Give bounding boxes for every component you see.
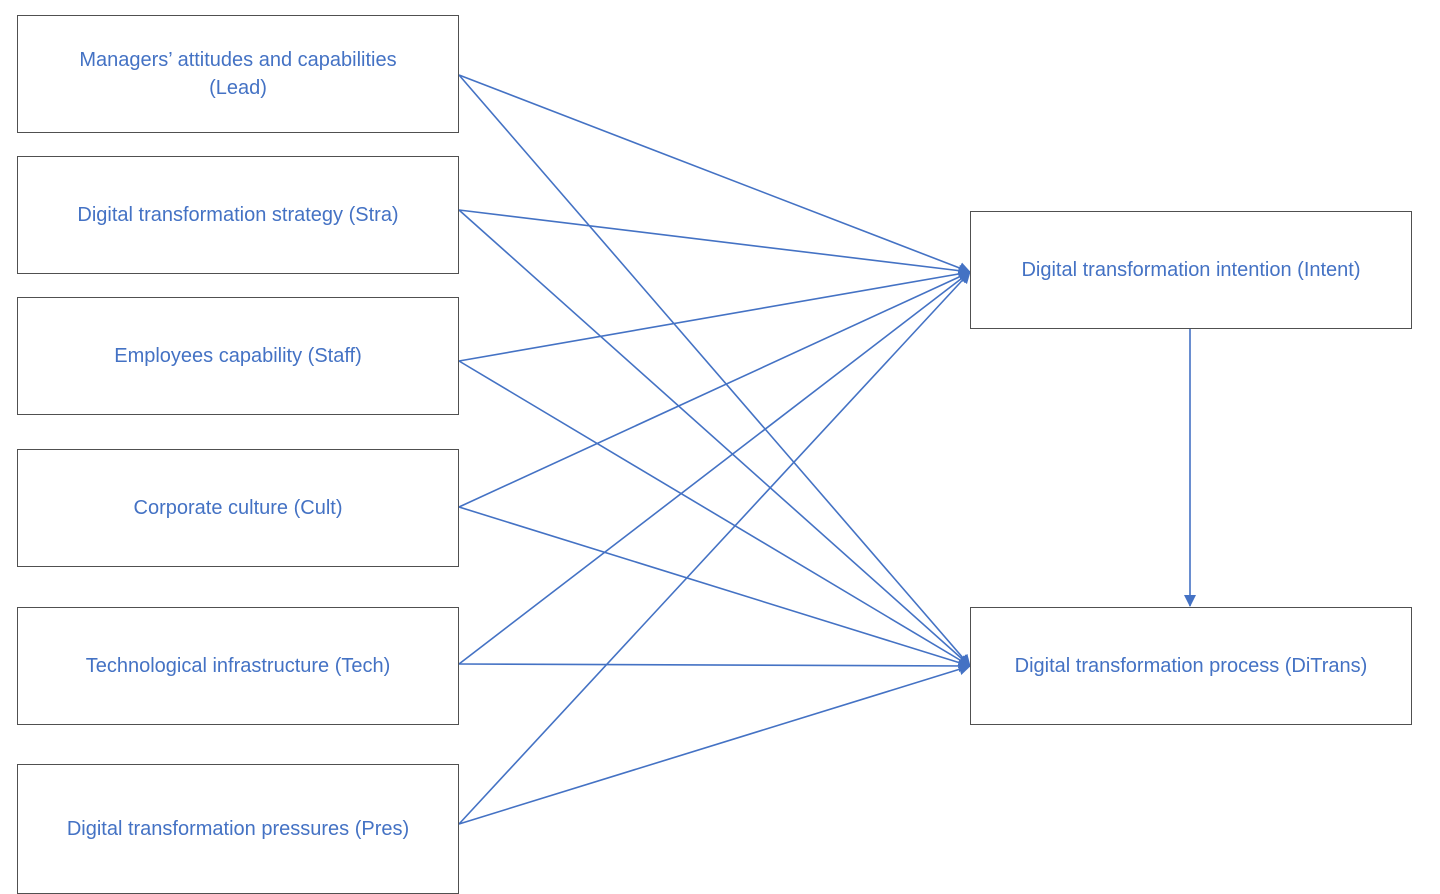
node-lead: Managers’ attitudes and capabilities (Le… [17, 15, 459, 133]
node-tech: Technological infrastructure (Tech) [17, 607, 459, 725]
edge-staff-to-intent [458, 267, 971, 362]
node-intent: Digital transformation intention (Intent… [970, 211, 1412, 329]
node-lead-label: Managers’ attitudes and capabilities (Le… [79, 49, 397, 99]
node-stra-label: Digital transformation strategy (Stra) [77, 204, 399, 226]
edge-tech-to-intent [458, 271, 971, 665]
node-ditrans: Digital transformation process (DiTrans) [970, 607, 1412, 725]
edge-pres-to-intent [458, 271, 971, 825]
edge-cult-to-intent [458, 271, 971, 508]
edge-stra-to-intent [458, 209, 971, 277]
node-tech-label: Technological infrastructure (Tech) [85, 655, 391, 677]
node-cult: Corporate culture (Cult) [17, 449, 459, 567]
edge-staff-to-ditrans [458, 360, 971, 667]
node-intent-label: Digital transformation intention (Intent… [1021, 259, 1361, 281]
edge-stra-to-ditrans [458, 209, 971, 667]
edge-lead-to-ditrans [458, 74, 971, 667]
edge-tech-to-ditrans [458, 659, 971, 672]
edge-cult-to-ditrans [458, 506, 971, 669]
edge-lead-to-intent [458, 74, 971, 274]
node-stra: Digital transformation strategy (Stra) [17, 156, 459, 274]
node-pres: Digital transformation pressures (Pres) [17, 764, 459, 894]
node-staff: Employees capability (Staff) [17, 297, 459, 415]
node-ditrans-label: Digital transformation process (DiTrans) [1014, 655, 1368, 677]
edge-pres-to-ditrans [458, 663, 971, 825]
node-pres-label: Digital transformation pressures (Pres) [66, 818, 410, 840]
node-staff-label: Employees capability (Staff) [114, 345, 362, 367]
node-cult-label: Corporate culture (Cult) [133, 497, 343, 519]
